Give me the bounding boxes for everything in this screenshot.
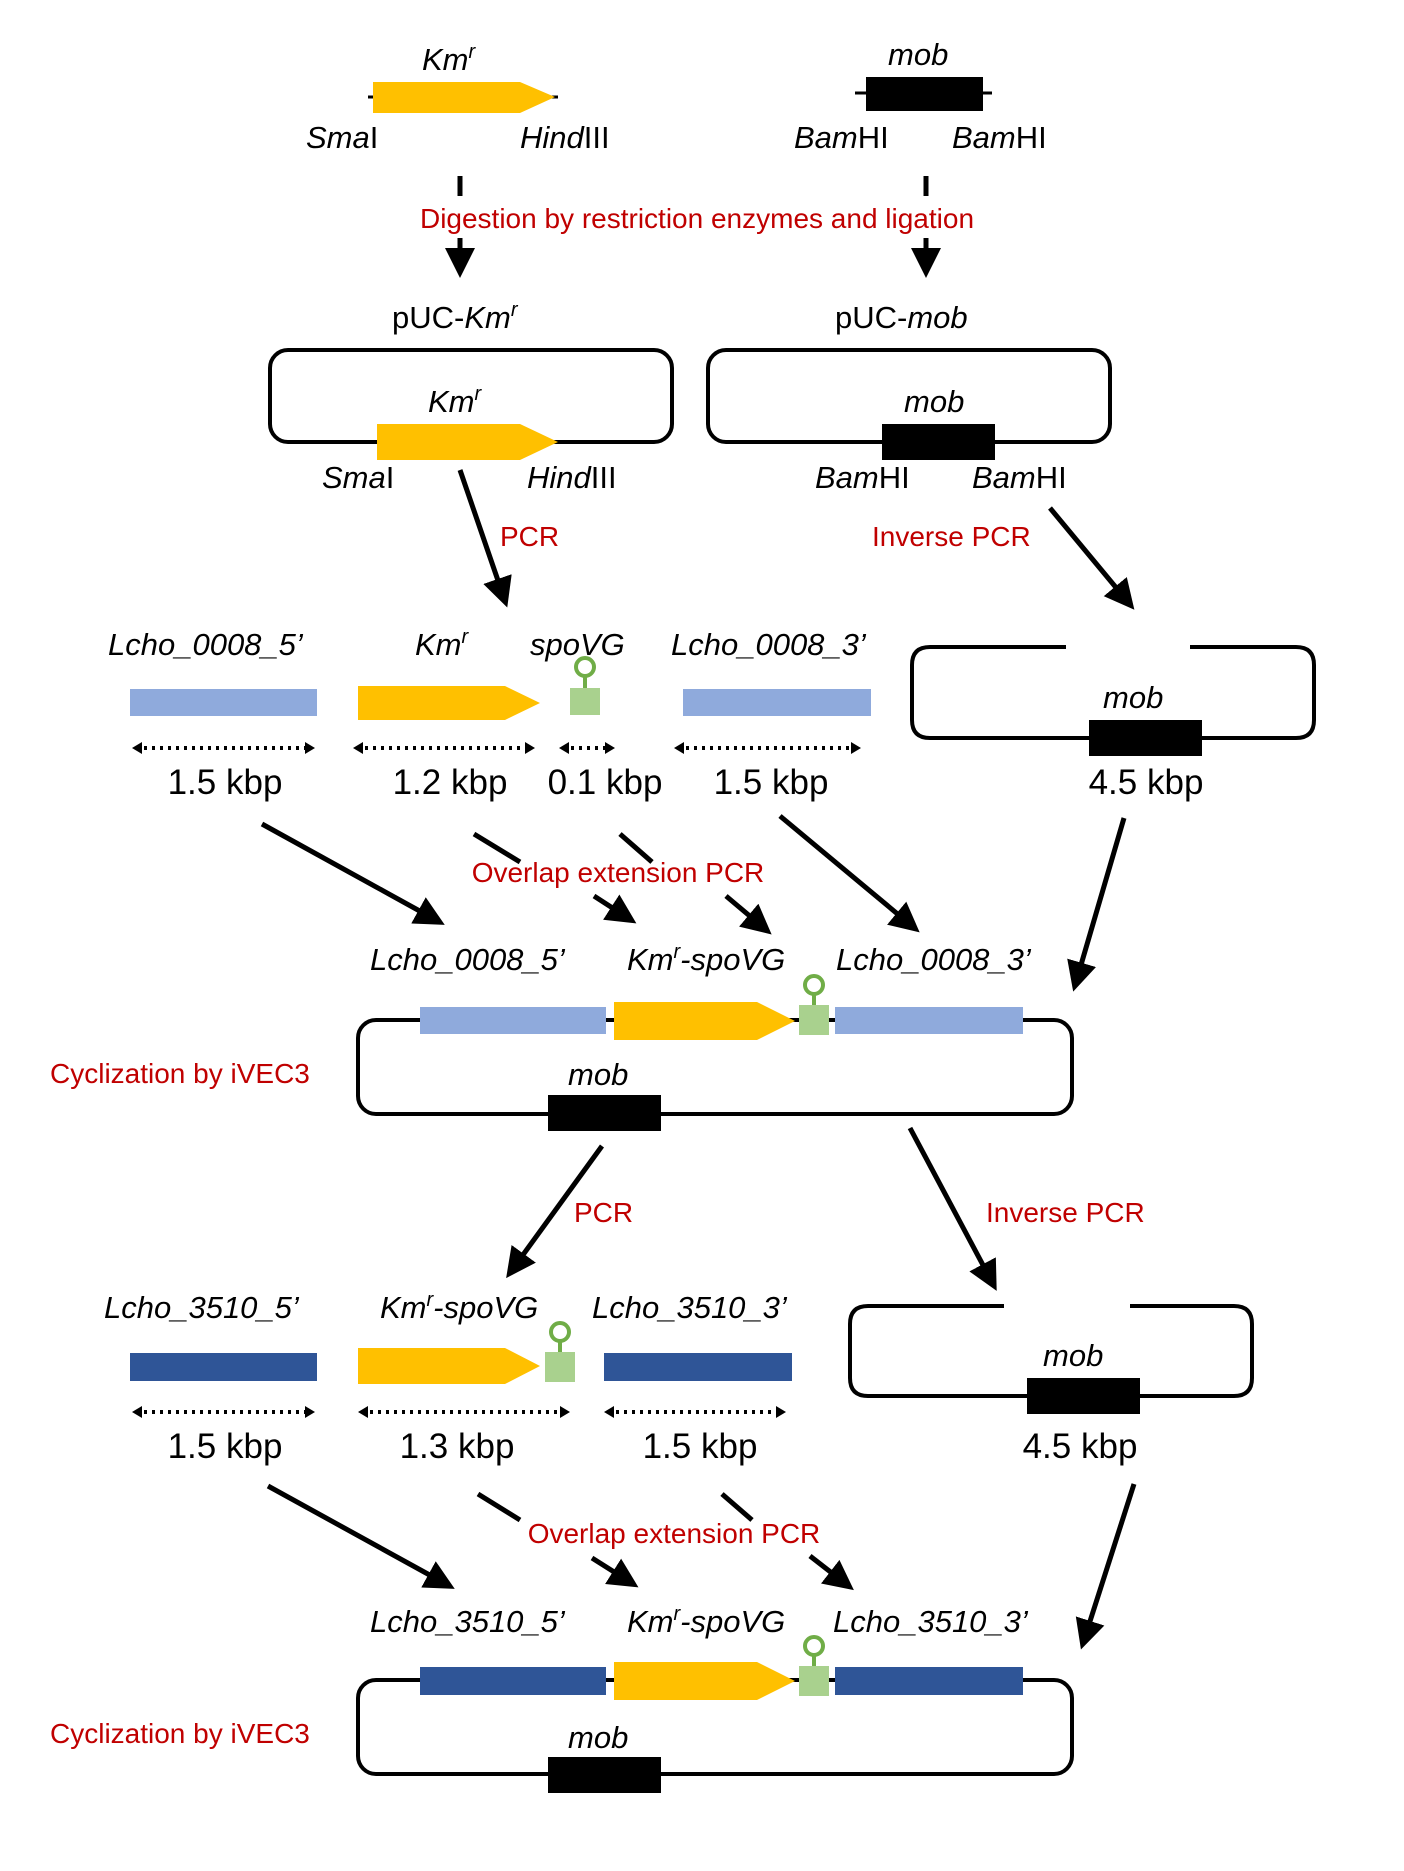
puc-kmr-plasmid: pUC-Kmr Kmr SmaI HindIII (268, 299, 674, 495)
fragment-label-lcho0008-3: Lcho_0008_3’ (671, 627, 867, 662)
size-lcho0008-3: 1.5 kbp (714, 763, 829, 802)
puc-kmr-title: pUC-Kmr (392, 299, 519, 335)
linear-vector-2: mob 4.5 kbp (848, 1304, 1254, 1466)
kmr-segment-arrow (614, 1002, 795, 1040)
mob-label: mob (888, 37, 948, 72)
step-pcr-2: PCR (574, 1197, 633, 1228)
spovg-terminator (799, 974, 829, 1035)
cyclization-label: Cyclization by iVEC3 (50, 1058, 310, 1089)
mob-gene-block (548, 1095, 661, 1131)
mob-label: mob (568, 1057, 628, 1092)
construct2-label-mid: Kmr-spoVG (627, 1603, 785, 1639)
kmr-fragment-arrow (358, 686, 540, 720)
smai-site-label: SmaI (306, 120, 378, 155)
construct-1: Lcho_0008_5’ Kmr-spoVG Lcho_0008_3’ mob … (50, 941, 1074, 1131)
mob-gene-block (882, 424, 995, 460)
step-digestion-ligation: Digestion by restriction enzymes and lig… (420, 203, 974, 234)
construct-2: Lcho_3510_5’ Kmr-spoVG Lcho_3510_3’ mob … (50, 1603, 1074, 1793)
mob-insert: mob BamHI BamHI (794, 37, 1047, 155)
fragment-label-lcho3510-5: Lcho_3510_5’ (104, 1290, 300, 1325)
mob-gene-block (548, 1757, 661, 1793)
fragment-label-lcho0008-5: Lcho_0008_5’ (108, 627, 304, 662)
spovg-terminator (799, 1635, 829, 1696)
kmr-gene-arrow (377, 424, 558, 460)
kmr-insert: Kmr SmaI HindIII (306, 41, 610, 155)
kmr-label: Kmr (422, 41, 477, 77)
spovg-terminator (545, 1321, 575, 1382)
size-vector-2: 4.5 kbp (1023, 1427, 1138, 1466)
construct2-label-right: Lcho_3510_3’ (833, 1604, 1029, 1639)
step-pcr: PCR (500, 521, 559, 552)
step-overlap-extension-pcr-2: Overlap extension PCR (528, 1518, 821, 1549)
step-inverse-pcr: Inverse PCR (872, 521, 1031, 552)
step2-arrows: PCR Inverse PCR (457, 469, 1135, 610)
mob-label: mob (568, 1720, 628, 1755)
construct1-label-left: Lcho_0008_5’ (370, 942, 566, 977)
construct2-label-left: Lcho_3510_5’ (370, 1604, 566, 1639)
size-indicators (132, 742, 861, 754)
lcho3510-3-fragment (604, 1353, 792, 1381)
bamhi-left-label: BamHI (815, 460, 910, 495)
lcho3510-5-segment (420, 1667, 606, 1695)
size-vector: 4.5 kbp (1089, 763, 1204, 802)
fragment-label-lcho3510-3: Lcho_3510_3’ (592, 1290, 788, 1325)
puc-mob-title: pUC-mob (835, 300, 968, 335)
lcho3510-5-fragment (130, 1353, 317, 1381)
hindiii-site-label: HindIII (520, 120, 610, 155)
step-inverse-pcr-2: Inverse PCR (986, 1197, 1145, 1228)
step1-arrows: Digestion by restriction enzymes and lig… (420, 176, 974, 278)
mob-label: mob (1043, 1338, 1103, 1373)
size-lcho3510-5: 1.5 kbp (168, 1427, 283, 1466)
fragments-row-2: Lcho_3510_5’ Kmr-spoVG Lcho_3510_3’ 1.5 … (104, 1289, 792, 1466)
size-kmr: 1.2 kbp (393, 763, 508, 802)
linear-vector-1: mob 4.5 kbp (910, 645, 1316, 802)
fragment-label-spovg: spoVG (530, 627, 625, 662)
size-indicators-2 (132, 1406, 786, 1418)
step4-arrows: PCR Inverse PCR (506, 1126, 1145, 1291)
construct1-label-mid: Kmr-spoVG (627, 941, 785, 977)
construct1-label-right: Lcho_0008_3’ (836, 942, 1032, 977)
bamhi-right-label: BamHI (952, 120, 1047, 155)
bamhi-right-label: BamHI (972, 460, 1067, 495)
hindiii-site-label: HindIII (527, 460, 617, 495)
lcho0008-5-segment (420, 1007, 606, 1034)
kmr-fragment-arrow (358, 1348, 540, 1384)
lcho0008-3-fragment (683, 689, 871, 716)
kmr-label: Kmr (428, 383, 483, 419)
smai-site-label: SmaI (322, 460, 394, 495)
mob-gene-block (1027, 1378, 1140, 1414)
fragment-label-kmr: Kmr (415, 626, 470, 662)
size-spovg: 0.1 kbp (548, 763, 663, 802)
lcho3510-3-segment (835, 1667, 1023, 1695)
mob-label: mob (904, 384, 964, 419)
mob-gene-block (1089, 720, 1202, 756)
bamhi-left-label: BamHI (794, 120, 889, 155)
fragment-label-kmr-spovg: Kmr-spoVG (380, 1289, 538, 1325)
spovg-terminator (570, 656, 600, 715)
step3-arrows: Overlap extension PCR (260, 814, 1127, 992)
size-lcho3510-3: 1.5 kbp (643, 1427, 758, 1466)
mob-label: mob (1103, 680, 1163, 715)
fragments-row-1: Lcho_0008_5’ Kmr spoVG Lcho_0008_3’ 1.5 … (108, 626, 871, 802)
lcho0008-3-segment (835, 1007, 1023, 1034)
step5-arrows: Overlap extension PCR (266, 1483, 1137, 1650)
mob-gene-block (866, 77, 983, 111)
kmr-gene-arrow (373, 82, 555, 113)
puc-mob-plasmid: pUC-mob mob BamHI BamHI (706, 300, 1112, 495)
lcho0008-5-fragment (130, 689, 317, 716)
size-lcho0008-5: 1.5 kbp (168, 763, 283, 802)
cyclization-label: Cyclization by iVEC3 (50, 1718, 310, 1749)
kmr-segment-arrow (614, 1662, 795, 1700)
step-overlap-extension-pcr: Overlap extension PCR (472, 857, 765, 888)
size-kmr-spovg: 1.3 kbp (400, 1427, 515, 1466)
